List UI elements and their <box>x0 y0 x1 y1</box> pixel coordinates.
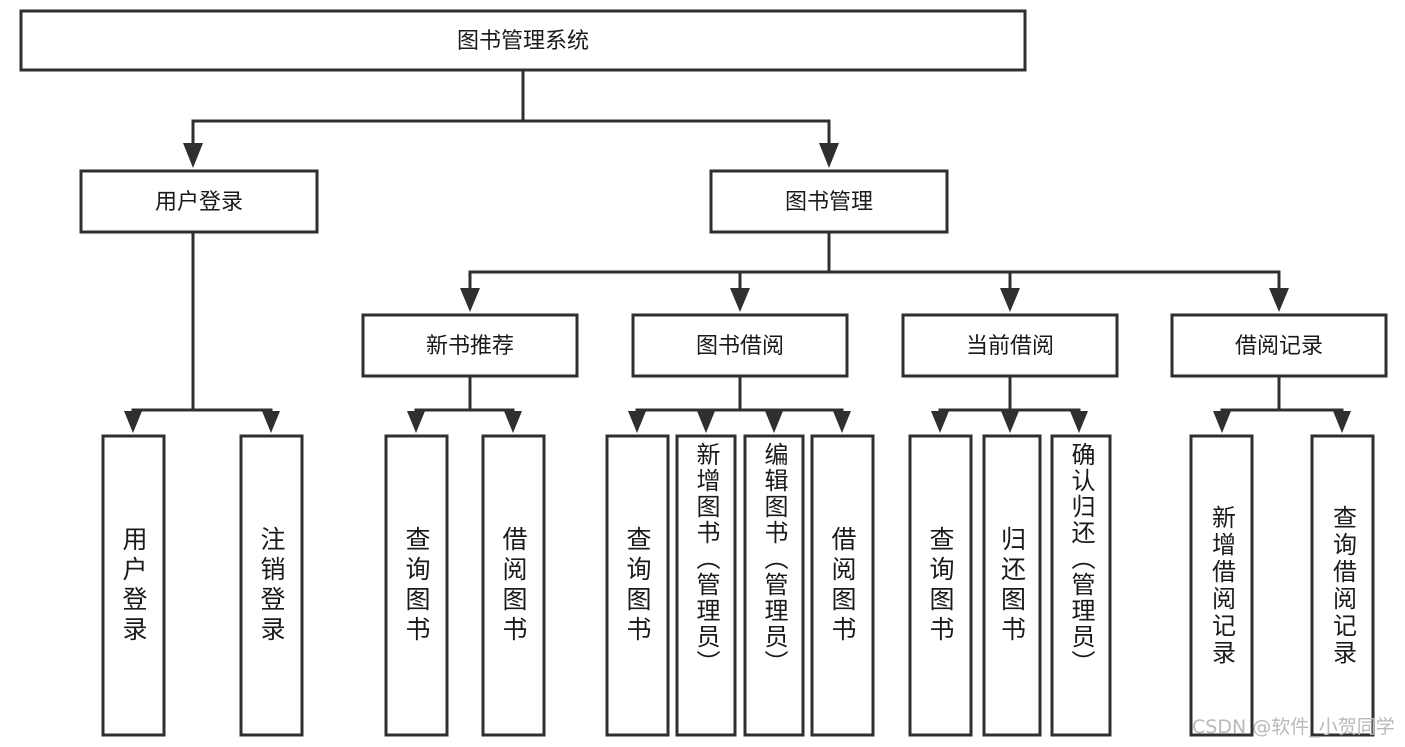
arrow-bm-to-current-borrow <box>1000 288 1020 312</box>
node-borrow-record-label: 借阅记录 <box>1235 334 1323 359</box>
node-user-login[interactable]: 用户登录 <box>79 169 319 234</box>
connector-bb-to-leaf-borrow <box>740 408 844 415</box>
leaf-borrow-book-box[interactable] <box>810 434 875 737</box>
connector-root-to-user-login <box>191 70 525 143</box>
node-current-borrow-label: 当前借阅 <box>966 334 1054 359</box>
node-root-label: 图书管理系统 <box>457 29 589 54</box>
connector-group-current-borrow <box>931 376 1088 433</box>
arrow-nbr-to-leaf-borrow <box>504 411 522 433</box>
leaf-query-book-borrow-box[interactable] <box>605 434 670 737</box>
node-book-borrow-label: 图书借阅 <box>696 334 784 359</box>
leaf-boxes-group <box>101 434 1375 737</box>
arrow-cb-to-leaf-return <box>1001 411 1019 433</box>
arrow-bb-to-leaf-add <box>697 411 715 433</box>
leaf-query-book-rec-box[interactable] <box>384 434 449 737</box>
node-book-management-label: 图书管理 <box>785 190 873 215</box>
node-borrow-record-box[interactable] <box>1170 313 1388 378</box>
arrow-ul-to-leaf-user-login <box>124 411 142 433</box>
connector-root-to-book-management <box>523 119 831 143</box>
connector-group-book-borrow <box>628 376 851 433</box>
arrow-bm-to-new-book-recommend <box>460 288 480 312</box>
arrow-bb-to-leaf-query <box>628 411 646 433</box>
arrow-nbr-to-leaf-query <box>407 411 425 433</box>
connector-cb-to-leaf-query <box>938 376 1012 415</box>
node-borrow-record[interactable]: 借阅记录 <box>1170 313 1388 378</box>
arrow-br-to-leaf-add <box>1213 411 1231 433</box>
leaf-query-book-current-box[interactable] <box>908 434 973 737</box>
node-book-borrow[interactable]: 图书借阅 <box>631 313 849 378</box>
node-user-login-box[interactable] <box>79 169 319 234</box>
leaf-return-book-box[interactable] <box>982 434 1042 737</box>
connector-ul-to-leaf-logout <box>193 408 273 415</box>
connector-bm-to-current-borrow <box>829 270 1012 288</box>
arrow-cb-to-leaf-confirm <box>1070 411 1088 433</box>
node-current-borrow-box[interactable] <box>901 313 1119 378</box>
leaf-confirm-return-admin-box[interactable] <box>1050 434 1112 737</box>
arrow-ul-to-leaf-logout <box>262 411 280 433</box>
node-current-borrow[interactable]: 当前借阅 <box>901 313 1119 378</box>
connector-br-to-leaf-query <box>1279 408 1344 415</box>
connector-group-root <box>183 70 839 168</box>
node-new-book-recommend-box[interactable] <box>361 313 579 378</box>
arrow-bm-to-borrow-record <box>1269 288 1289 312</box>
leaf-add-book-admin-box[interactable] <box>675 434 737 737</box>
connector-group-new-book-recommend <box>407 376 522 433</box>
node-root-box[interactable] <box>19 9 1027 72</box>
connector-cb-to-leaf-confirm <box>1010 408 1081 415</box>
node-book-management[interactable]: 图书管理 <box>709 169 949 234</box>
connector-ul-to-leaf-user-login <box>131 232 195 415</box>
arrow-bb-to-leaf-edit <box>765 411 783 433</box>
leaf-logout-box[interactable] <box>239 434 304 737</box>
connector-br-to-leaf-add <box>1220 376 1281 415</box>
node-new-book-recommend[interactable]: 新书推荐 <box>361 313 579 378</box>
arrow-bb-to-leaf-borrow <box>833 411 851 433</box>
leaf-borrow-book-rec-box[interactable] <box>481 434 546 737</box>
connector-group-user-login <box>124 232 280 433</box>
connector-group-book-management <box>460 232 1289 312</box>
connector-bm-to-book-borrow <box>738 270 829 288</box>
node-new-book-recommend-label: 新书推荐 <box>426 334 514 359</box>
node-book-management-box[interactable] <box>709 169 949 234</box>
connector-bm-to-borrow-record <box>829 270 1281 288</box>
arrow-cb-to-leaf-query <box>931 411 949 433</box>
connector-nbr-to-leaf-query <box>414 376 472 415</box>
leaf-add-borrow-record-box[interactable] <box>1189 434 1254 737</box>
csdn-watermark: CSDN @软件_小贺同学 <box>1192 716 1395 738</box>
leaf-query-borrow-record-box[interactable] <box>1310 434 1375 737</box>
arrow-bm-to-book-borrow <box>730 288 750 312</box>
leaf-user-login-box[interactable] <box>101 434 166 737</box>
node-book-borrow-box[interactable] <box>631 313 849 378</box>
leaf-edit-book-admin-box[interactable] <box>743 434 805 737</box>
node-user-login-label: 用户登录 <box>155 190 243 215</box>
arrow-root-to-book-management <box>819 143 839 168</box>
connector-bm-to-new-book-recommend <box>468 232 831 288</box>
arrow-root-to-user-login <box>183 143 203 168</box>
arrow-br-to-leaf-query <box>1333 411 1351 433</box>
connector-group-borrow-record <box>1213 376 1351 433</box>
node-root[interactable]: 图书管理系统 <box>19 9 1027 72</box>
